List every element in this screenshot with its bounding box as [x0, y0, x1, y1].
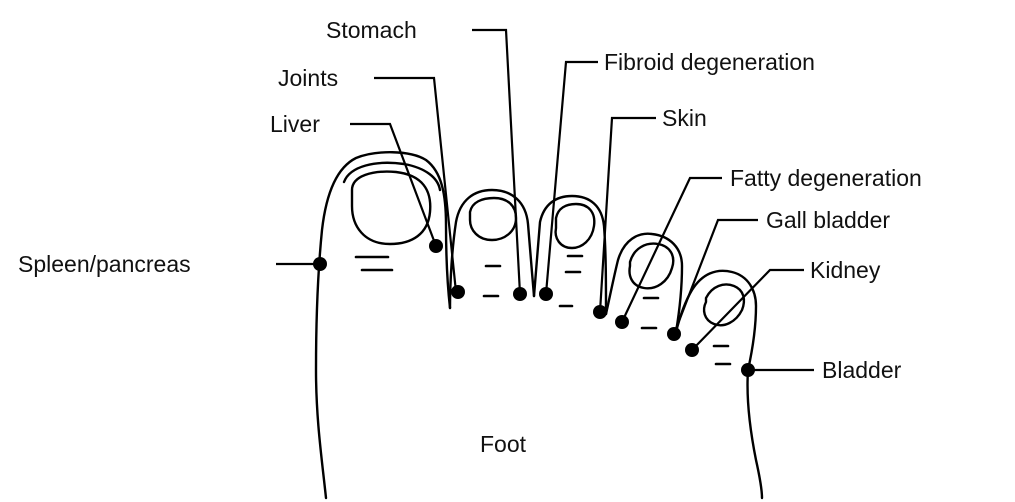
point-stomach — [513, 287, 527, 301]
little-toe-nail — [704, 285, 744, 326]
leader-joints — [374, 78, 456, 292]
big-toe-nail — [352, 172, 430, 244]
label-fatty-degeneration: Fatty degeneration — [730, 165, 922, 191]
point-joints — [451, 285, 465, 299]
label-gall-bladder: Gall bladder — [766, 207, 890, 233]
fourth-toe-nail — [630, 244, 674, 289]
second-toe-nail — [470, 198, 516, 240]
label-stomach: Stomach — [326, 17, 417, 43]
label-fibroid-degeneration: Fibroid degeneration — [604, 49, 815, 75]
leader-skin — [600, 118, 656, 312]
point-liver — [429, 239, 443, 253]
leader-stomach — [472, 30, 520, 294]
point-kidney — [685, 343, 699, 357]
leader-fibroid-degeneration — [546, 62, 598, 294]
point-fibroid-degeneration — [539, 287, 553, 301]
label-foot: Foot — [480, 431, 527, 457]
point-bladder — [741, 363, 755, 377]
label-spleen-pancreas: Spleen/pancreas — [18, 251, 191, 277]
label-liver: Liver — [270, 111, 320, 137]
point-skin — [593, 305, 607, 319]
point-gall-bladder — [667, 327, 681, 341]
toe-creases — [356, 256, 730, 364]
labels: Stomach Fibroid degeneration Joints Skin… — [18, 17, 922, 457]
label-bladder: Bladder — [822, 357, 902, 383]
leader-gall-bladder — [674, 220, 758, 334]
foot-outline — [316, 152, 762, 498]
third-toe-nail — [556, 204, 595, 248]
label-joints: Joints — [278, 65, 338, 91]
label-skin: Skin — [662, 105, 707, 131]
point-spleen-pancreas — [313, 257, 327, 271]
leader-lines — [276, 30, 814, 370]
label-kidney: Kidney — [810, 257, 881, 283]
point-fatty-degeneration — [615, 315, 629, 329]
reflex-points — [313, 239, 755, 377]
foot-right-side — [747, 370, 762, 498]
